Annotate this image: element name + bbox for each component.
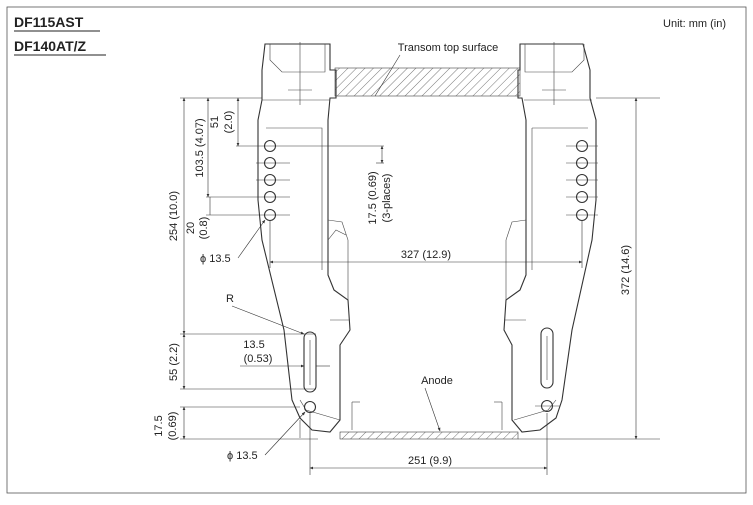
dim-13-5-inch: (0.53) [244,353,273,365]
transom-hatch [334,67,521,97]
dim-17-5-bottom-inch: (0.69) [167,412,179,441]
dim-13-5-label: 13.5 [243,339,264,351]
phi-bottom-label: ϕ 13.5 [227,450,258,462]
unit-label: Unit: mm (in) [663,18,726,30]
dim-55-label: 55 (2.2) [168,343,180,381]
left-bracket [257,42,360,438]
right-slot [540,327,554,389]
dim-17-5-top-label: 17.5 (0.69) [367,171,379,224]
phi-bottom-leader [264,411,306,456]
transom-label: Transom top surface [398,42,498,54]
dim-254-label: 254 (10.0) [168,191,180,241]
dim-3-places-label: (3-places) [381,174,393,223]
dim-327-label: 327 (12.9) [401,249,451,261]
left-bottom-hole [303,400,317,414]
anode [339,431,519,440]
left-slot [303,331,317,393]
phi-top-leader [237,219,266,259]
drawing-border [6,6,747,494]
radius-label: R [226,293,234,305]
phi-top-label: ϕ 13.5 [200,253,231,265]
dim-372-label: 372 (14.6) [620,245,632,295]
dim-51-label: 51 [209,116,221,128]
model-title-1: DF115AST [14,14,84,30]
dim-251-label: 251 (9.9) [408,455,452,467]
anode-leader [424,387,441,432]
dim-20-label: 20 [185,222,197,234]
dim-20-inch: (0.8) [198,217,210,240]
dim-17-5-bottom-label: 17.5 [153,415,165,436]
model-title-2: DF140AT/Z [14,38,87,54]
right-bracket [494,42,597,433]
anode-label: Anode [421,375,453,387]
dim-51-inch: (2.0) [223,111,235,134]
transom-leader [374,54,401,97]
radius-leader [231,305,305,335]
dim-103-label: 103.5 (4.07) [194,118,206,177]
